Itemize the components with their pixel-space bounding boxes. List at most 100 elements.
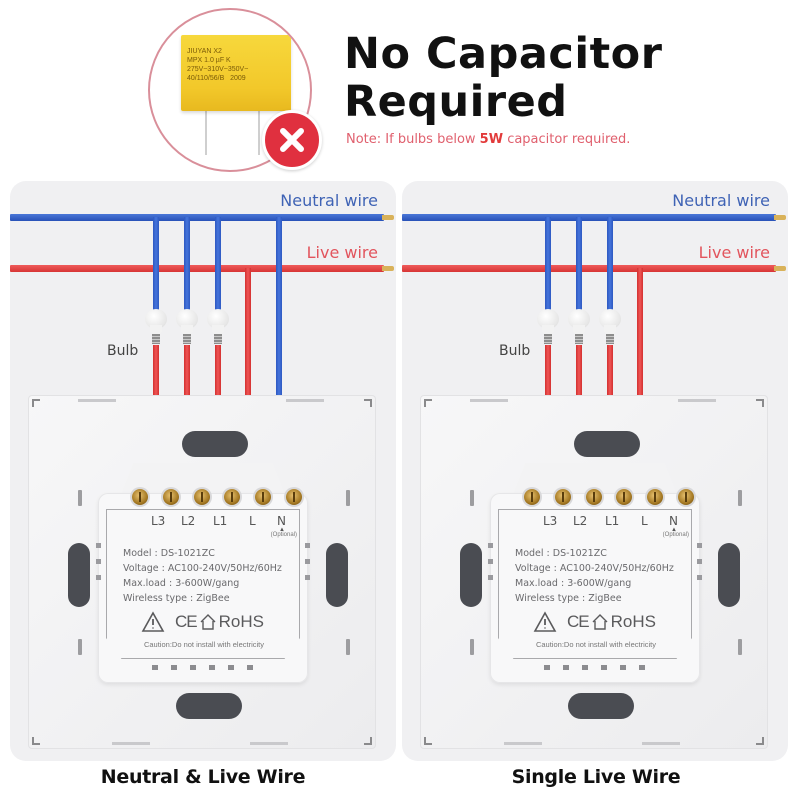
screw-terminal (678, 489, 694, 505)
mount-hole (182, 431, 248, 457)
spec-list: Model : DS-1021ZC Voltage : AC100-240V/5… (123, 546, 282, 606)
module-label: L3 L2 L1 L N ▲ (Optional) Model : DS-102… (498, 509, 692, 659)
capacitor-leg (205, 111, 207, 155)
ce-mark: CE (567, 612, 590, 631)
switch-module: L3 L2 L1 L N ▲ (Optional) Model : DS-102… (96, 463, 310, 683)
switch-module: L3 L2 L1 L N ▲ (Optional) Model : DS-102… (488, 463, 702, 683)
wall-plate: L3 L2 L1 L N ▲ (Optional) Model : DS-102… (420, 395, 768, 749)
arrow-up-icon: ▲ (671, 527, 677, 533)
mount-hole (176, 693, 242, 719)
neutral-drop (184, 217, 190, 317)
capacitor-leg (258, 111, 260, 155)
terminal-label-l: L (249, 514, 256, 528)
wire-tip (774, 266, 786, 271)
spec-model: Model : DS-1021ZC (123, 548, 215, 559)
x-cross-icon (262, 110, 322, 170)
bulb-icon (568, 309, 590, 345)
neutral-to-module (276, 217, 282, 487)
neutral-drop (153, 217, 159, 317)
neutral-wire (402, 214, 776, 221)
bulb-label: Bulb (499, 343, 531, 359)
terminal-label-l1: L1 (213, 514, 228, 528)
neutral-drop (576, 217, 582, 317)
spec-voltage: Voltage : AC100-240V/50Hz/60Hz (123, 563, 282, 574)
screw-terminal (616, 489, 632, 505)
module-label: L3 L2 L1 L N ▲ (Optional) Model : DS-102… (106, 509, 300, 659)
bulb-icon (176, 309, 198, 345)
screw-terminal (555, 489, 571, 505)
screw-terminal (647, 489, 663, 505)
mount-hole (68, 543, 90, 607)
terminal-label-l2: L2 (181, 514, 196, 528)
spec-max-load: Max.load : 3-600W/gang (515, 578, 632, 589)
terminal-label-l3: L3 (543, 514, 558, 528)
capacitor-label: JIUYAN X2 MPX 1.0 µF K 275V~310V~350V~ 4… (187, 48, 249, 82)
terminal-label-l: L (641, 514, 648, 528)
wire-tip (382, 266, 394, 271)
terminal-label-n: N (277, 514, 286, 528)
mount-hole (574, 431, 640, 457)
capacitor-body: JIUYAN X2 MPX 1.0 µF K 275V~310V~350V~ 4… (181, 35, 291, 111)
mount-hole (326, 543, 348, 607)
arrow-up-icon: ▲ (279, 527, 285, 533)
spec-voltage: Voltage : AC100-240V/50Hz/60Hz (515, 563, 674, 574)
home-icon (592, 614, 608, 630)
panel-single-live: Neutral wire Live wire Bulb (402, 181, 788, 761)
bulb-icon (145, 309, 167, 345)
cert-marks: CE RoHS (533, 610, 656, 634)
spec-wireless: Wireless type : ZigBee (123, 593, 230, 604)
neutral-wire-label: Neutral wire (672, 191, 770, 210)
screw-terminal (586, 489, 602, 505)
terminal-label-l3: L3 (151, 514, 166, 528)
panel-neutral-live: Neutral wire Live wire Bulb (10, 181, 396, 761)
neutral-wire-label: Neutral wire (280, 191, 378, 210)
bulb-label: Bulb (107, 343, 139, 359)
optional-label: (Optional) (662, 532, 689, 538)
note-suffix: capacitor required. (503, 132, 631, 147)
note-prefix: Note: If bulbs below (346, 132, 480, 147)
live-wire (10, 265, 384, 272)
neutral-drop (215, 217, 221, 317)
mount-hole (718, 543, 740, 607)
screw-terminal (163, 489, 179, 505)
neutral-drop (607, 217, 613, 317)
caption-neutral-live: Neutral & Live Wire (100, 766, 306, 788)
cert-marks: CE RoHS (141, 610, 264, 634)
caption-single-live: Single Live Wire (511, 766, 681, 788)
note-highlight: 5W (479, 132, 504, 147)
screw-terminal (132, 489, 148, 505)
optional-label: (Optional) (270, 532, 297, 538)
screw-terminal (286, 489, 302, 505)
spec-model: Model : DS-1021ZC (515, 548, 607, 559)
warning-triangle-icon (533, 611, 557, 632)
caution-text: Caution:Do not install with electricity (143, 640, 265, 649)
capacitor-note: Note: If bulbs below 5W capacitor requir… (346, 132, 630, 147)
warning-triangle-icon (141, 611, 165, 632)
title-line-1: No Capacitor (344, 29, 663, 79)
rohs-mark: RoHS (610, 612, 656, 631)
neutral-drop (545, 217, 551, 317)
screw-terminal (194, 489, 210, 505)
capacitor-image: JIUYAN X2 MPX 1.0 µF K 275V~310V~350V~ 4… (148, 8, 312, 172)
mount-hole (568, 693, 634, 719)
caution-text: Caution:Do not install with electricity (535, 640, 657, 649)
terminal-label-l1: L1 (605, 514, 620, 528)
terminal-label-n: N (669, 514, 678, 528)
bulb-icon (599, 309, 621, 345)
live-wire (402, 265, 776, 272)
live-wire-label: Live wire (306, 243, 378, 262)
neutral-wire (10, 214, 384, 221)
title-line-2: Required (344, 77, 568, 127)
page-title: No Capacitor Required (344, 30, 794, 126)
home-icon (200, 614, 216, 630)
wall-plate: L3 L2 L1 L N ▲ (Optional) Model : DS-102… (28, 395, 376, 749)
live-to-module (245, 268, 251, 488)
screw-terminal (224, 489, 240, 505)
screw-terminal (255, 489, 271, 505)
terminal-label-l2: L2 (573, 514, 588, 528)
screw-terminal (524, 489, 540, 505)
mount-hole (460, 543, 482, 607)
live-wire-label: Live wire (698, 243, 770, 262)
bulb-icon (207, 309, 229, 345)
rohs-mark: RoHS (218, 612, 264, 631)
